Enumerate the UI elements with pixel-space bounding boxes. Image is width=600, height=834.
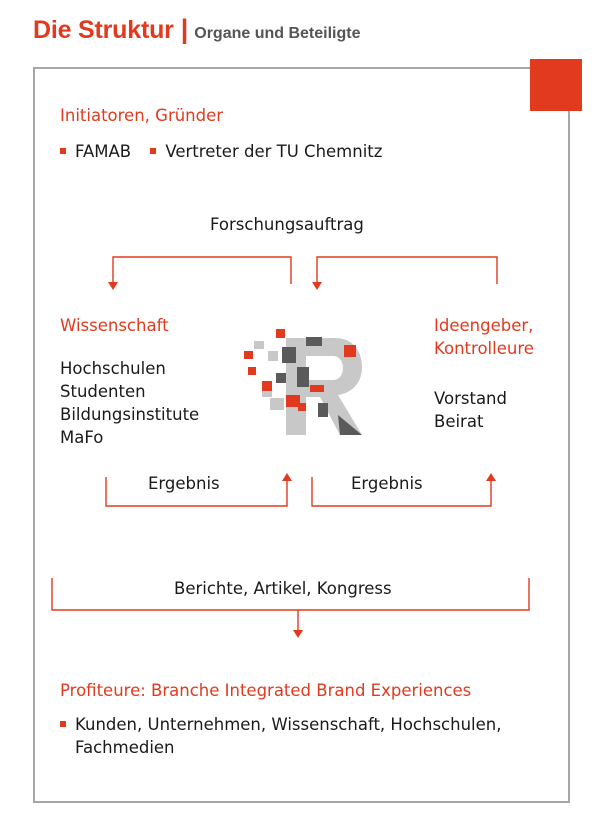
idea-givers-list: Vorstand Beirat [434,387,507,433]
list-item: Vorstand [434,389,507,408]
diagram-frame [33,67,570,803]
outputs-bracket [51,578,530,611]
beneficiaries-heading: Profiteure: Branche Integrated Brand Exp… [60,681,472,700]
list-item: Vertreter der TU Chemnitz [150,142,382,161]
arrowhead-idea [312,282,322,290]
page-subtitle: Organe und Beteiligte [194,25,361,42]
page-title: Die Struktur [33,16,174,44]
bullet-icon [60,720,66,727]
bullet-icon [60,147,66,154]
list-item-continuation: Fachmedien [75,738,175,757]
list-item: Bildungsinstitute [60,405,200,424]
arrowhead-science [108,282,118,290]
page-header: Die Struktur | Organe und Beteiligte [33,14,361,54]
science-heading: Wissenschaft [60,316,169,335]
title-separator: | [180,14,189,44]
bullet-icon [150,147,157,154]
list-item: Kunden, Unternehmen, Wissenschaft, Hochs… [60,713,550,736]
idea-givers-heading: Ideengeber, Kontrolleure [434,316,534,358]
result-left-label: Ergebnis [148,474,220,493]
arrow-from-idea-givers [316,256,498,284]
result-left-bracket [105,477,288,507]
list-item: Studenten [60,382,146,401]
initiators-heading: Initiatoren, Gründer [60,106,224,125]
corner-accent-square [530,59,582,111]
outputs-label: Berichte, Artikel, Kongress [174,579,392,598]
arrow-to-science [112,256,292,284]
list-item: Hochschulen [60,359,166,378]
list-item: FAMAB [60,142,131,161]
arrowhead-outputs [293,630,303,638]
list-item: MaFo [60,428,104,447]
beneficiaries-list: Kunden, Unternehmen, Wissenschaft, Hochs… [60,713,550,759]
research-order-label: Forschungsauftrag [210,215,364,234]
arrowhead-result-right [486,473,496,481]
result-right-label: Ergebnis [351,474,423,493]
list-item: Beirat [434,412,484,431]
r-pixel-logo-icon [244,329,362,435]
result-right-bracket [311,477,492,507]
arrowhead-result-left [282,473,292,481]
science-list: Hochschulen Studenten Bildungsinstitute … [60,357,199,449]
initiators-list: FAMAB Vertreter der TU Chemnitz [60,140,396,163]
